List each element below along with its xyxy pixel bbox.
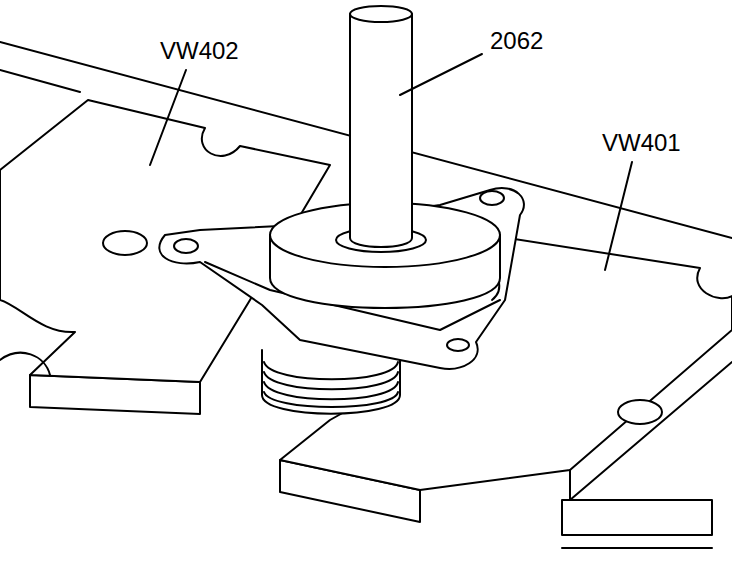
thread-lines [264, 362, 398, 407]
thread-body [262, 350, 400, 414]
bolt-hole [480, 191, 504, 205]
tool-edge [562, 547, 712, 549]
leader-line [150, 70, 186, 165]
plate-hole [103, 231, 147, 255]
plate-side [570, 362, 732, 500]
tool-block [562, 500, 712, 535]
shaft-top [350, 6, 412, 22]
bolt-hole [174, 239, 198, 253]
callout-label: VW402 [158, 38, 241, 64]
callout-label: VW401 [600, 130, 683, 156]
bolt-hole [447, 339, 469, 351]
callout-label: 2062 [488, 28, 545, 54]
leader-line [605, 162, 632, 270]
plate-notch [0, 353, 50, 375]
flange [159, 188, 524, 369]
leader-line [400, 54, 482, 95]
shaft [350, 14, 412, 247]
plate-hole [618, 400, 662, 424]
base-edge [0, 70, 80, 92]
